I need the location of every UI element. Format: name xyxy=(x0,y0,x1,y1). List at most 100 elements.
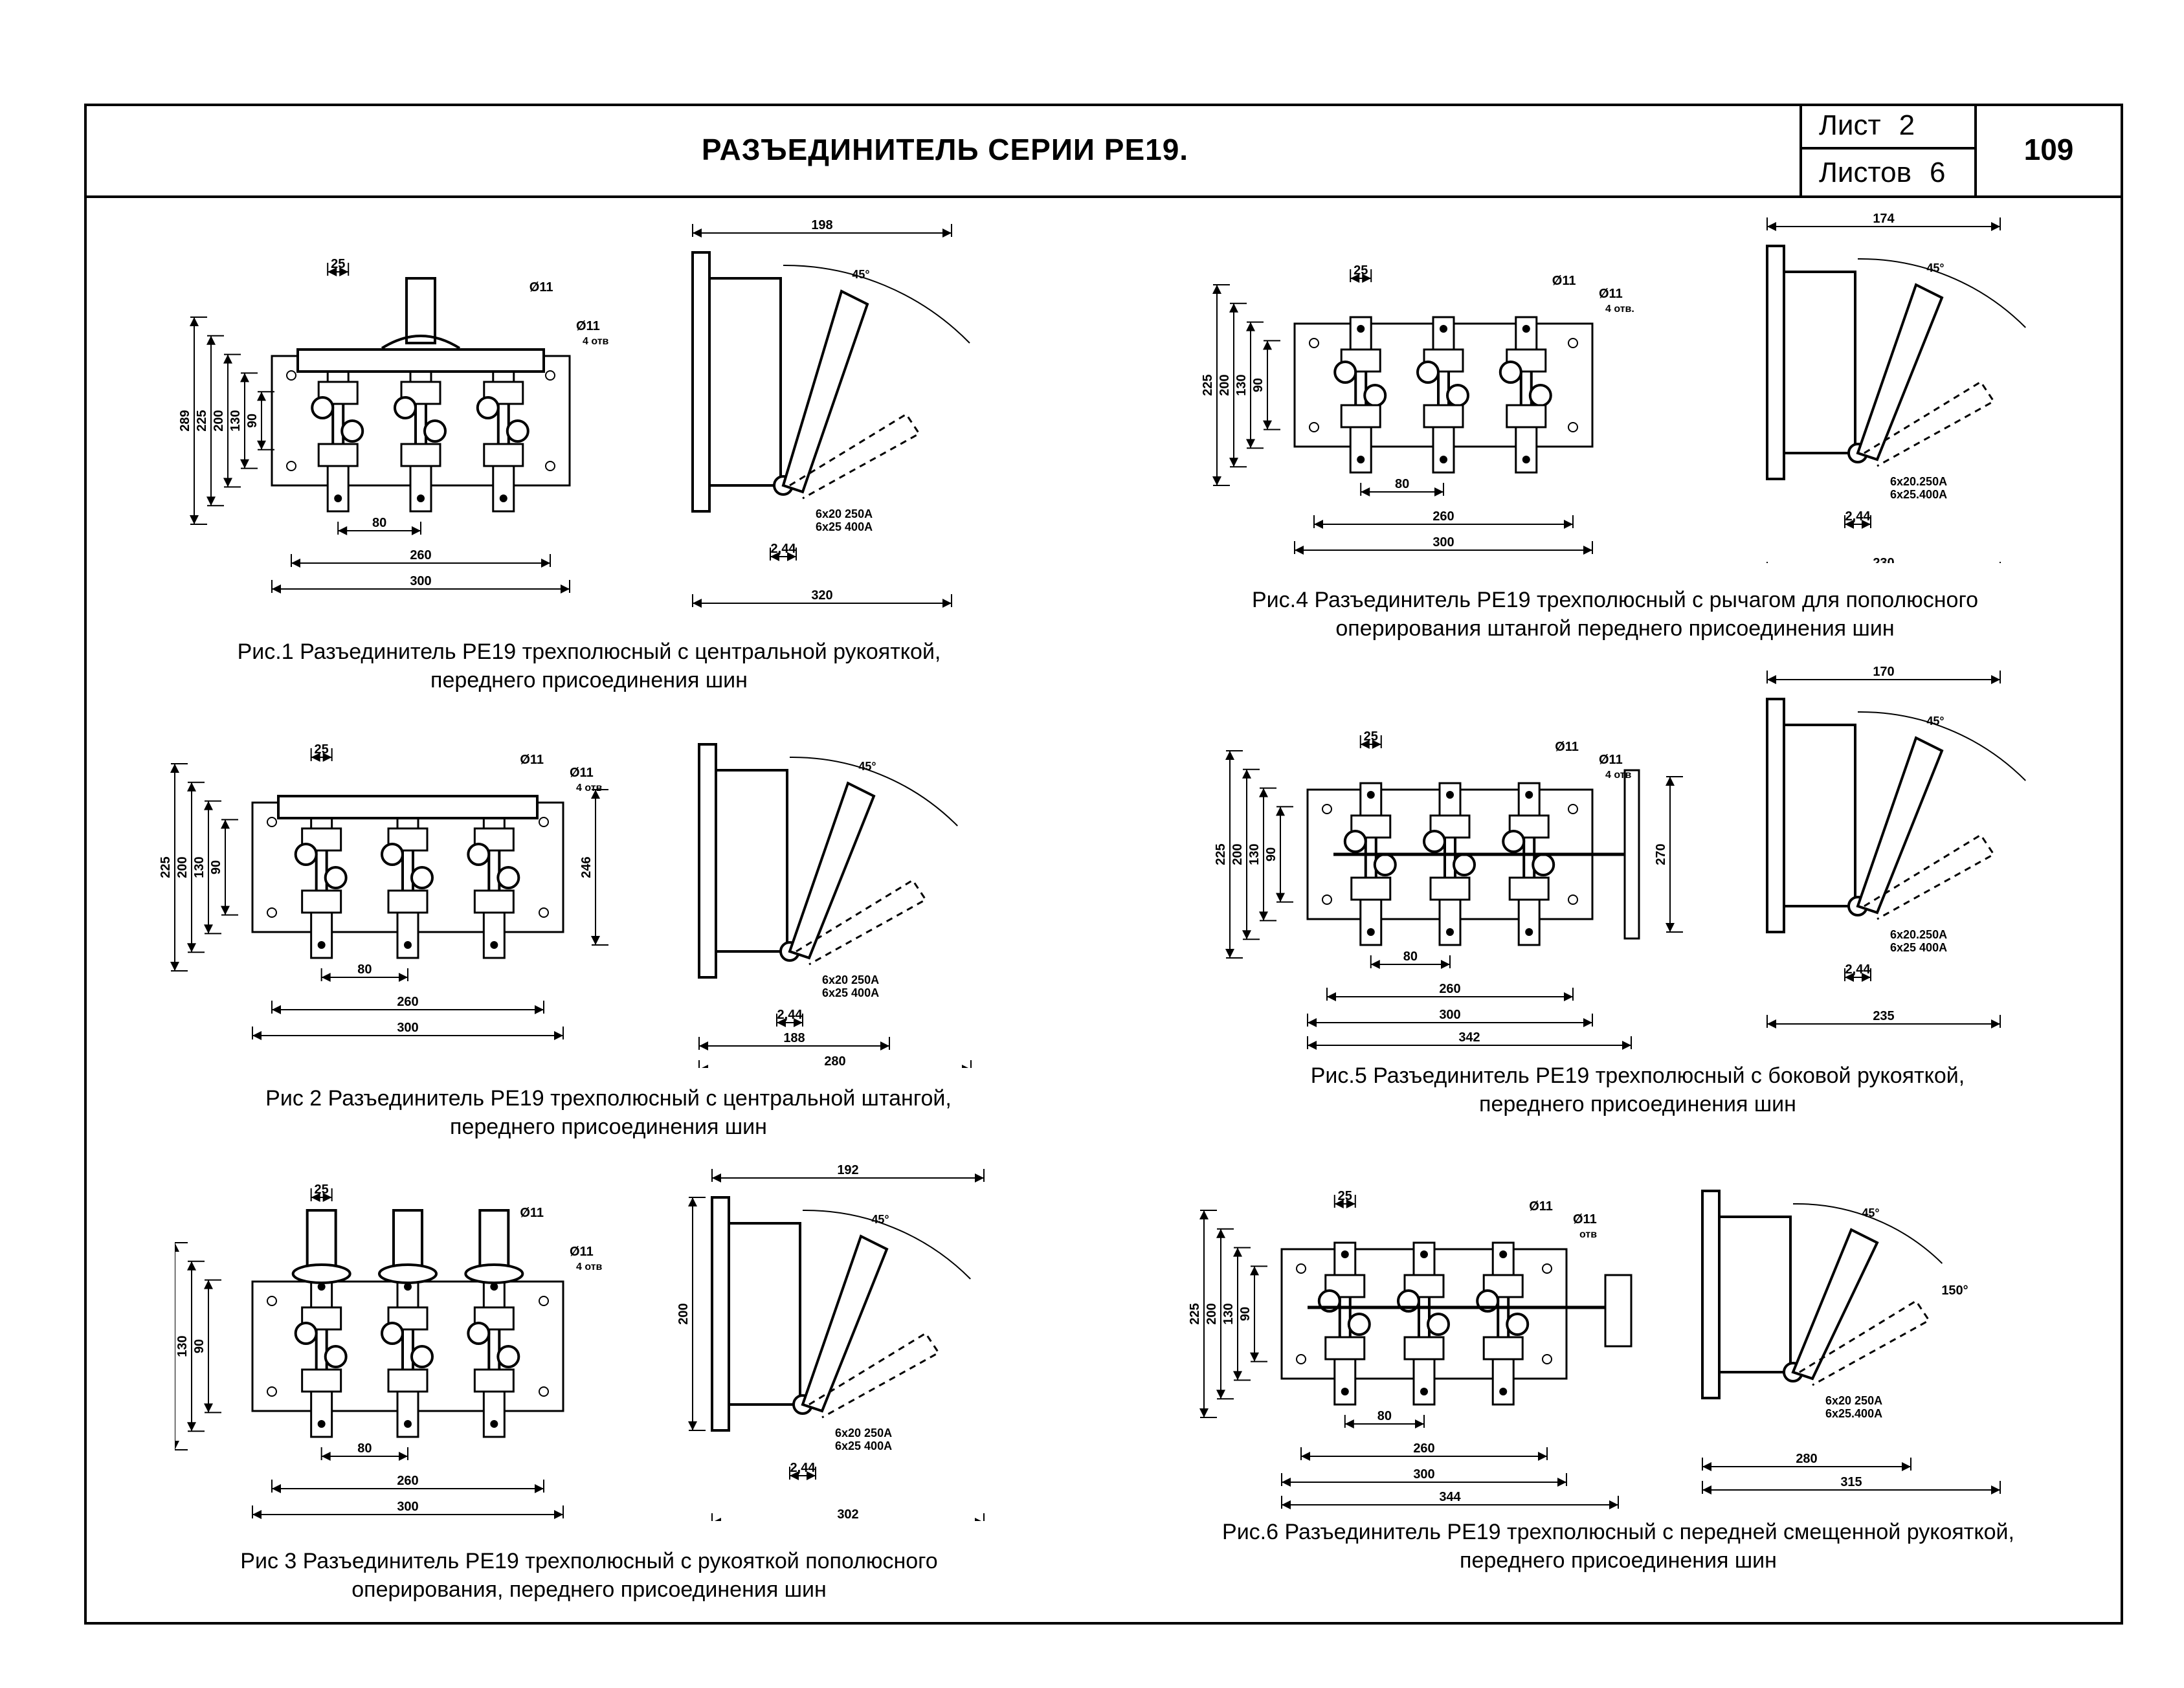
dim-width-inner-arrow xyxy=(535,1484,544,1493)
dim-height-3-arrow xyxy=(204,801,213,810)
pole-1-bus-hole xyxy=(1341,1250,1349,1258)
dim-height-right-arrow xyxy=(1666,923,1675,932)
pole-3-knob xyxy=(467,843,491,866)
operating-shaft xyxy=(277,795,539,819)
angle-label: 45° xyxy=(1926,261,1944,274)
dim-height-1-arrow xyxy=(190,317,199,326)
busbar-note-1: 6х20 250А xyxy=(816,507,873,520)
dim-width-total-arrow xyxy=(1282,1500,1291,1509)
pole-3-bus-bottom xyxy=(482,911,506,959)
dim-pitch-arrow xyxy=(1434,487,1443,496)
dim-left: 200 xyxy=(676,1303,691,1324)
dim-height-4-arrow xyxy=(240,373,249,383)
fig4-caption-line1: Рис.4 Разъединитель РЕ19 трехполюсный с … xyxy=(1251,588,1979,612)
mount-hole xyxy=(1296,1354,1306,1364)
handle-collar xyxy=(464,1263,524,1284)
dim-height-2: 200 xyxy=(1218,374,1232,395)
pole-1-knob xyxy=(294,1322,318,1345)
dim-holes: Ø11 xyxy=(1573,1212,1597,1227)
dim-width-inner-arrow xyxy=(1301,1452,1310,1461)
handle-arm-on xyxy=(1791,1228,1879,1381)
pole-1-knob xyxy=(311,396,335,419)
handle-collar xyxy=(291,1263,351,1284)
dim-height-2-arrow xyxy=(206,335,216,345)
pole-1-bus-hole xyxy=(1357,325,1365,333)
pole-3-bus-hole xyxy=(1499,1250,1508,1258)
dim-height-4-arrow xyxy=(1276,806,1285,816)
dim-top: 192 xyxy=(837,1163,858,1177)
dim-pitch-arrow xyxy=(321,1452,331,1461)
dim-width-total-arrow xyxy=(1622,1041,1631,1050)
pole-2-bus-bottom xyxy=(396,1390,419,1438)
mount-plate xyxy=(698,743,717,979)
angle-arc xyxy=(783,264,970,344)
mount-hole xyxy=(539,817,549,827)
dim-height-4: 90 xyxy=(1238,1307,1253,1321)
fig1-caption-line2: переднего присоединения шин xyxy=(430,668,748,693)
dim-pitch: 80 xyxy=(357,962,372,977)
dim-bottom-arrow xyxy=(1702,1485,1711,1494)
dim-width-total-arrow xyxy=(1609,1500,1618,1509)
dim-bottom-arrow xyxy=(1991,1485,2000,1494)
dim-height-2-arrow xyxy=(1216,1390,1225,1399)
fig2-caption-line2: переднего присоединения шин xyxy=(450,1115,767,1139)
mount-hole xyxy=(1568,422,1578,432)
dim-bottom-arrow xyxy=(962,1065,968,1068)
mount-hole xyxy=(545,461,555,471)
dim-bottom-arrow xyxy=(702,1065,708,1068)
pole-3-contact-bottom xyxy=(473,1368,515,1393)
angle2-label: 150° xyxy=(1941,1283,1968,1298)
pole-3-knob xyxy=(1506,1313,1530,1336)
dim-mid: 188 xyxy=(783,1031,805,1045)
busbar-note-1: 6х20 250А xyxy=(835,1427,892,1439)
mount-hole xyxy=(539,1296,549,1306)
mount-hole xyxy=(267,1386,277,1397)
mount-hole xyxy=(1568,894,1578,905)
dim-height-1-arrow xyxy=(190,515,199,524)
pole-2-contact-bottom xyxy=(1403,1336,1445,1360)
pole-handle xyxy=(392,1209,423,1270)
dim-height-right: 270 xyxy=(1654,843,1668,865)
sheet-count-row: Листов 6 xyxy=(1802,150,1974,195)
dim-pitch: 80 xyxy=(1377,1409,1392,1423)
dim-height-right-arrow xyxy=(591,936,600,945)
dim-top-arrow xyxy=(975,1173,984,1183)
dim-top-arrow xyxy=(712,1173,721,1183)
dim-left-arrow xyxy=(688,1197,697,1206)
handle-arm-off xyxy=(1864,833,1996,920)
dim-height-3: 130 xyxy=(1247,843,1262,865)
pole-2-bus-hole xyxy=(404,941,412,949)
dim-width-outer: 300 xyxy=(397,1021,418,1035)
angle-label: 45° xyxy=(1862,1206,1879,1219)
drive-housing xyxy=(1783,271,1856,454)
dim-hole: Ø11 xyxy=(520,1206,544,1220)
fig3-caption-line1: Рис 3 Разъединитель РЕ19 трехполюсный с … xyxy=(240,1549,938,1573)
dim-height-3: 130 xyxy=(1234,374,1249,395)
drive-housing xyxy=(1783,724,1856,907)
pole-2-contact-bottom xyxy=(387,889,429,914)
fig6-caption-line2: переднего присоединения шин xyxy=(1460,1548,1777,1573)
pole-3-bus-hole xyxy=(1525,928,1533,936)
dim-width-outer-arrow xyxy=(252,1510,262,1519)
pole-1-bus-hole xyxy=(1366,928,1375,936)
dim-phase: 25 xyxy=(315,1184,329,1197)
dim-width-outer-arrow xyxy=(272,584,281,594)
dim-width-outer-arrow xyxy=(1583,546,1592,555)
busbar-note-1: 6х20 250А xyxy=(822,973,879,986)
title-block: РАЗЪЕДИНИТЕЛЬ СЕРИИ РЕ19. Лист 2 Листов … xyxy=(84,104,2123,198)
pole-2-knob xyxy=(1416,361,1440,384)
dim-height-5: 90 xyxy=(245,414,260,428)
dim-holes: Ø11 xyxy=(576,319,600,333)
dim-phase: 25 xyxy=(331,257,345,271)
pole-2-contact-top xyxy=(1403,1274,1445,1298)
pole-1-contact-bottom xyxy=(1340,404,1381,428)
busbar-note-2: 6х25 400А xyxy=(835,1439,892,1452)
mount-hole xyxy=(1568,804,1578,814)
dim-height-3-arrow xyxy=(1259,911,1268,921)
